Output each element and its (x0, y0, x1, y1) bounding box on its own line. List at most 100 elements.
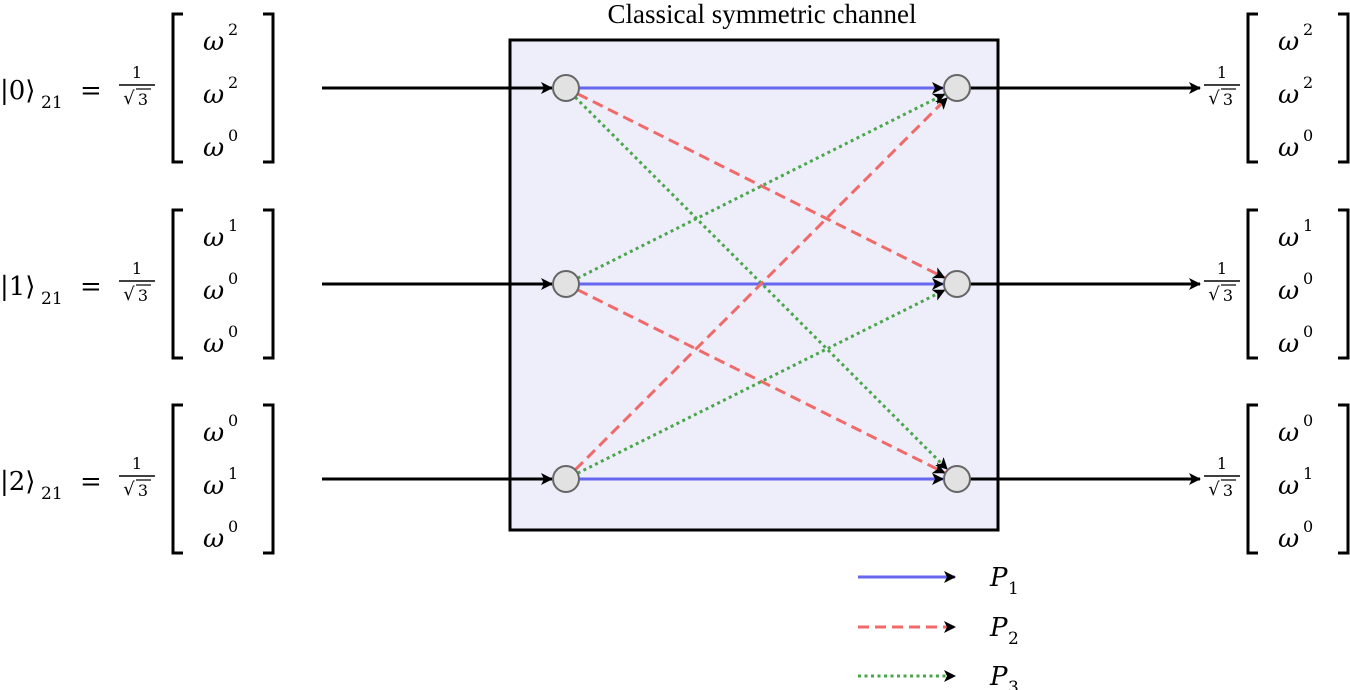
omega-exponent: 1 (1303, 464, 1313, 483)
omega-symbol: ω (1278, 133, 1299, 163)
legend-subscript: 1 (1008, 579, 1019, 599)
input-node-0 (552, 74, 580, 102)
omega-symbol: ω (203, 80, 224, 110)
omega-symbol: ω (1278, 524, 1299, 554)
norm-denominator: 3 (138, 286, 148, 305)
norm-denominator: 3 (1223, 90, 1233, 109)
legend-symbol: P (989, 662, 1008, 690)
omega-exponent: 2 (1303, 20, 1313, 39)
norm-denominator: 3 (138, 90, 148, 109)
normalization-factor: 1√3 (119, 454, 155, 500)
equals-sign: = (80, 467, 102, 497)
norm-numerator: 1 (1217, 259, 1227, 278)
output-node-1 (943, 270, 971, 298)
omega-exponent: 0 (1303, 322, 1313, 341)
io-arrows (322, 82, 1201, 485)
channel-nodes (552, 74, 971, 493)
omega-symbol: ω (203, 27, 224, 57)
edge-p2-2-to-0 (574, 96, 949, 471)
legend-subscript: 3 (1008, 678, 1019, 690)
omega-exponent: 0 (1303, 269, 1313, 288)
left-bracket (171, 403, 183, 555)
right-bracket (263, 12, 275, 164)
omega-exponent: 2 (228, 20, 238, 39)
right-bracket (1338, 208, 1350, 360)
diagram-title: Classical symmetric channel (608, 0, 917, 29)
omega-exponent: 0 (1303, 126, 1313, 145)
equals-sign: = (80, 272, 102, 302)
norm-numerator: 1 (132, 259, 142, 278)
omega-exponent: 0 (228, 322, 238, 341)
norm-numerator: 1 (1217, 454, 1227, 473)
omega-exponent: 2 (1303, 73, 1313, 92)
legend-symbol: P (989, 613, 1008, 643)
omega-symbol: ω (1278, 329, 1299, 359)
norm-denominator: 3 (1223, 286, 1233, 305)
transition-edges (574, 82, 949, 485)
omega-exponent: 0 (228, 517, 238, 536)
ket-label: |0⟩ (0, 76, 35, 106)
omega-symbol: ω (203, 223, 224, 253)
norm-numerator: 1 (1217, 63, 1227, 82)
omega-symbol: ω (203, 524, 224, 554)
omega-symbol: ω (203, 471, 224, 501)
output-node-2 (943, 465, 971, 493)
norm-numerator: 1 (132, 63, 142, 82)
right-bracket (1338, 12, 1350, 164)
omega-symbol: ω (1278, 418, 1299, 448)
ket-label: |2⟩ (0, 467, 35, 497)
normalization-factor: 1 √3 (1204, 63, 1240, 109)
omega-exponent: 1 (228, 216, 238, 235)
left-bracket (1246, 403, 1258, 555)
sqrt-symbol: √ (123, 88, 135, 109)
output-node-0 (943, 74, 971, 102)
omega-symbol: ω (203, 133, 224, 163)
norm-denominator: 3 (138, 481, 148, 500)
right-bracket (263, 208, 275, 360)
omega-symbol: ω (1278, 27, 1299, 57)
omega-exponent: 0 (228, 269, 238, 288)
omega-exponent: 0 (1303, 411, 1313, 430)
normalization-factor: 1 √3 (119, 63, 155, 109)
normalization-factor: 1√3 (1204, 259, 1240, 305)
ket-label: |1⟩ (0, 272, 35, 302)
legend-subscript: 2 (1008, 629, 1019, 649)
legend-symbol: P (989, 563, 1008, 593)
omega-symbol: ω (203, 276, 224, 306)
edge-p2-0-to-1 (576, 92, 946, 280)
right-bracket (1338, 403, 1350, 555)
normalization-factor: 1 √3 (119, 259, 155, 305)
left-bracket (1246, 12, 1258, 164)
omega-exponent: 0 (228, 126, 238, 145)
ket-subscript: 21 (41, 484, 63, 504)
norm-denominator: 3 (1223, 481, 1233, 500)
right-bracket (263, 403, 275, 555)
ket-subscript: 21 (41, 289, 63, 309)
omega-exponent: 1 (228, 464, 238, 483)
equals-sign: = (80, 76, 102, 106)
input-node-2 (552, 465, 580, 493)
ket-subscript: 21 (41, 93, 63, 113)
omega-symbol: ω (203, 418, 224, 448)
sqrt-symbol: √ (1208, 88, 1220, 109)
sqrt-symbol: √ (123, 284, 135, 305)
omega-symbol: ω (203, 329, 224, 359)
omega-symbol: ω (1278, 80, 1299, 110)
omega-exponent: 2 (228, 73, 238, 92)
norm-numerator: 1 (132, 454, 142, 473)
